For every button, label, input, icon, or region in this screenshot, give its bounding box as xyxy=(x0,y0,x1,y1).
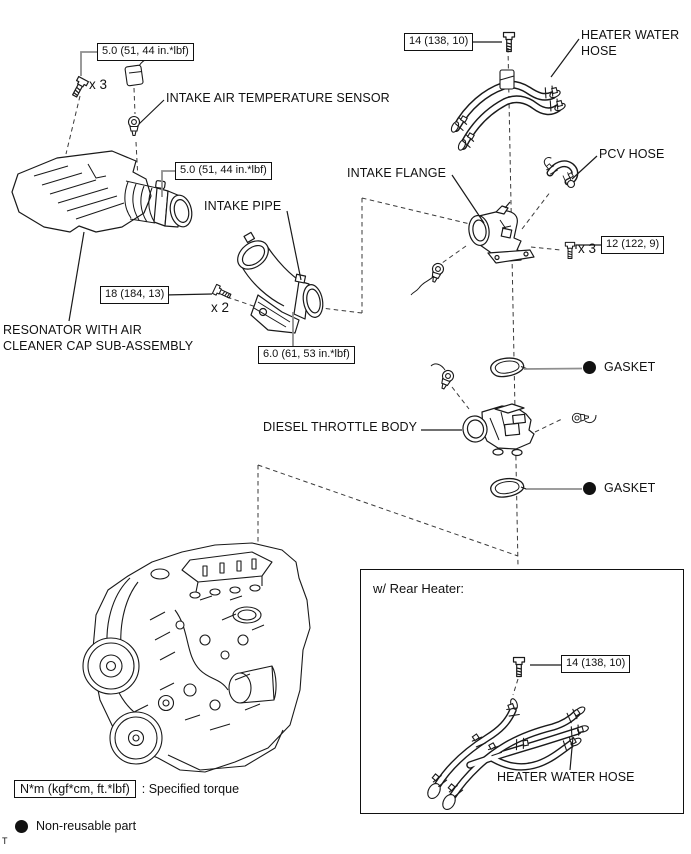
flange-bolt-illustration xyxy=(564,241,576,259)
torque-box-resonator-bolt: 5.0 (51, 44 in.*lbf) xyxy=(97,43,194,61)
rear-heater-panel-title: w/ Rear Heater: xyxy=(373,581,465,596)
label-intake-air-temperature-sensor: INTAKE AIR TEMPERATURE SENSOR xyxy=(166,91,390,105)
iat-connector-illustration xyxy=(124,57,159,87)
black-leader-lines xyxy=(68,38,601,771)
torque-box-rear-heater-bolt: 14 (138, 10) xyxy=(561,655,631,673)
multiplier-x3-resonator: x 3 xyxy=(89,77,108,92)
label-gasket-lower: GASKET xyxy=(604,481,656,495)
flange-sensor-wire xyxy=(410,275,435,296)
engine-illustration xyxy=(82,542,311,773)
torque-legend: N*m (kgf*cm, ft.*lbf) : Specified torque xyxy=(14,780,239,798)
non-reusable-legend-text: Non-reusable part xyxy=(36,819,137,833)
torque-legend-desc: : Specified torque xyxy=(141,782,240,796)
bracket-bolt-illustration xyxy=(211,283,233,302)
non-reusable-bullet xyxy=(583,361,596,375)
torque-box-hose-clamp: 5.0 (51, 44 in.*lbf) xyxy=(175,162,272,180)
multiplier-x3-flange: x 3 xyxy=(578,241,597,256)
label-resonator-line1: RESONATOR WITH AIR xyxy=(3,323,142,337)
torque-legend-box: N*m (kgf*cm, ft.*lbf) xyxy=(14,780,136,798)
intake-flange-illustration xyxy=(468,201,535,264)
gasket-upper-illustration xyxy=(490,357,528,378)
label-intake-flange: INTAKE FLANGE xyxy=(347,166,447,180)
resonator-bolt-illustration xyxy=(69,75,90,100)
torque-box-bracket-bolt: 18 (184, 13) xyxy=(100,286,170,304)
multiplier-x2-bracket: x 2 xyxy=(211,300,230,315)
rear-heater-panel: w/ Rear Heater: xyxy=(360,569,684,814)
torque-box-heater-bolt: 14 (138, 10) xyxy=(404,33,474,51)
throttle-upper-sensor-wire xyxy=(430,363,446,371)
gasket-upper-callout: GASKET xyxy=(583,360,655,376)
label-rear-heater-water-hose: HEATER WATER HOSE xyxy=(497,770,635,784)
label-diesel-throttle-body: DIESEL THROTTLE BODY xyxy=(263,420,418,434)
gasket-lower-illustration xyxy=(490,477,528,498)
pcv-hose-illustration xyxy=(543,157,579,189)
torque-box-pipe-clamp: 6.0 (61, 53 in.*lbf) xyxy=(258,346,355,364)
label-heater-water-hose-line2: HOSE xyxy=(581,43,617,58)
torque-box-flange-bolt: 12 (122, 9) xyxy=(601,236,665,254)
label-resonator: RESONATOR WITH AIR CLEANER CAP SUB-ASSEM… xyxy=(3,323,193,354)
label-gasket-upper: GASKET xyxy=(604,360,656,374)
label-intake-pipe: INTAKE PIPE xyxy=(204,199,282,213)
heater-hose-bolt-illustration xyxy=(502,31,516,53)
label-resonator-line2: CLEANER CAP SUB-ASSEMBLY xyxy=(3,338,194,353)
iat-sensor-illustration xyxy=(127,115,141,137)
gray-leader-lines xyxy=(80,51,583,490)
gasket-lower-callout: GASKET xyxy=(583,481,655,497)
non-reusable-bullet xyxy=(583,482,596,496)
non-reusable-legend: Non-reusable part xyxy=(15,819,136,833)
corner-mark: T xyxy=(2,836,8,846)
heater-water-hose-illustration xyxy=(450,69,566,151)
label-heater-water-hose-line1: HEATER WATER xyxy=(581,28,680,42)
throttle-side-sensor-wire xyxy=(584,414,597,424)
flange-sensor-illustration xyxy=(428,261,446,285)
label-heater-water-hose: HEATER WATER HOSE xyxy=(581,28,679,59)
diesel-throttle-body-illustration xyxy=(462,403,535,457)
non-reusable-bullet xyxy=(15,819,28,833)
label-pcv-hose: PCV HOSE xyxy=(599,147,665,161)
intake-pipe-illustration xyxy=(237,231,324,334)
resonator-illustration xyxy=(11,150,193,233)
rear-heater-hose-illustration xyxy=(427,698,589,811)
